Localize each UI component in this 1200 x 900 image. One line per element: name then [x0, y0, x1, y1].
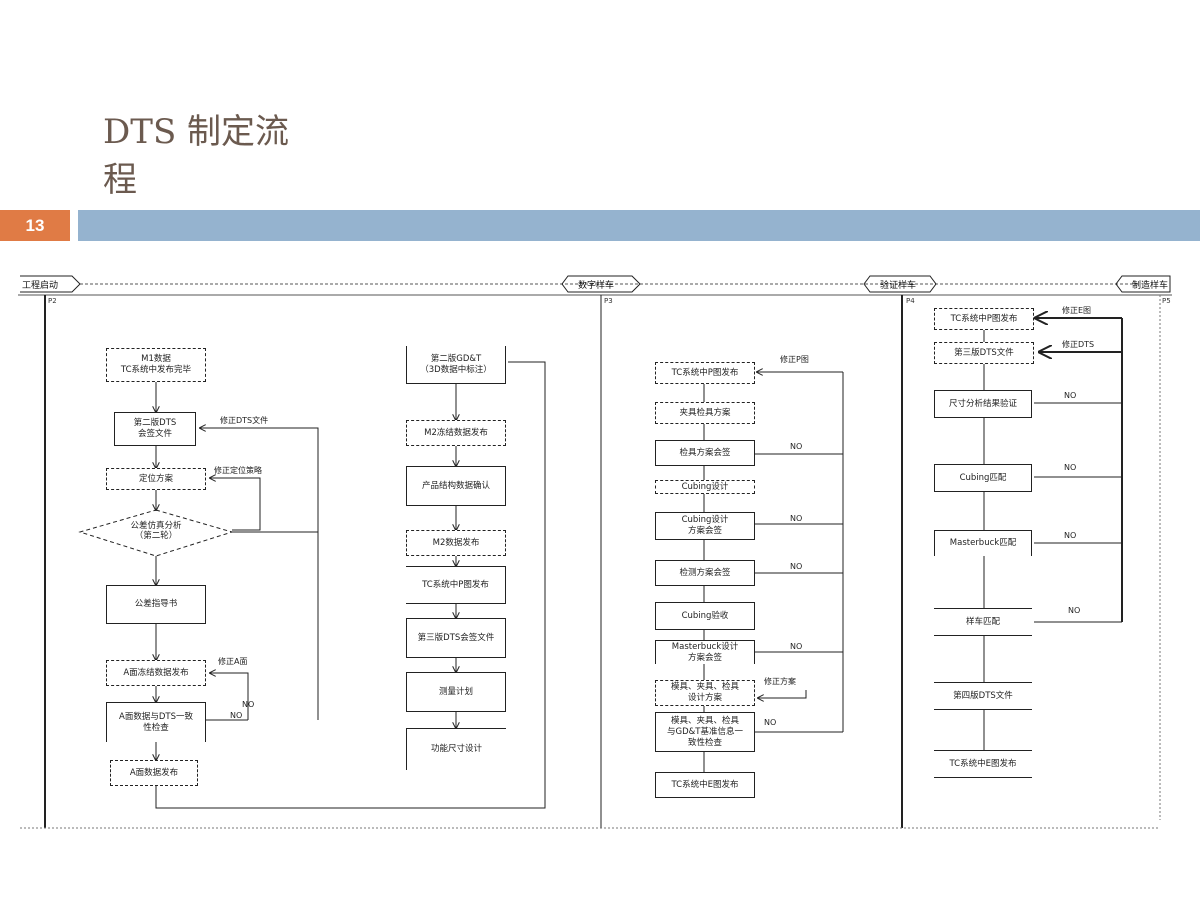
box-sample-car-match: 样车匹配	[934, 608, 1032, 636]
box-cubing-acceptance: Cubing验收	[655, 602, 755, 630]
edge-label-no: NO	[764, 718, 777, 727]
box-tc-p-drawing-release-2: TC系统中P图发布	[934, 308, 1034, 330]
page-marker-p5: P5	[1162, 297, 1171, 305]
box-functional-dimension-design: 功能尺寸设计	[406, 728, 506, 770]
box-a-surface-release: A面数据发布	[110, 760, 198, 786]
box-third-dts-signoff: 第三版DTS会签文件	[406, 618, 506, 658]
box-tc-p-drawing-release: TC系统中P图发布	[406, 566, 506, 604]
edge-label-no: NO	[790, 514, 803, 523]
edge-label-no: NO	[790, 442, 803, 451]
box-inspection-signoff: 检测方案会签	[655, 560, 755, 586]
box-dimension-analysis-verify: 尺寸分析结果验证	[934, 390, 1032, 418]
box-cubing-design: Cubing设计	[655, 480, 755, 494]
box-tooling-design-scheme: 模具、夹具、检具 设计方案	[655, 680, 755, 706]
edge-label-revise-e-drawing: 修正E图	[1062, 306, 1092, 315]
box-cubing-design-signoff: Cubing设计 方案会签	[655, 512, 755, 540]
edge-label-no: NO	[230, 711, 243, 720]
box-cubing-match: Cubing匹配	[934, 464, 1032, 492]
stage-label-manufacturing-car: 制造样车	[1132, 281, 1169, 291]
edge-label-no: NO	[1068, 606, 1081, 615]
box-measurement-plan: 测量计划	[406, 672, 506, 712]
box-fixture-gauge-scheme: 夹具检具方案	[655, 402, 755, 424]
box-masterbuck-design-signoff: Masterbuck设计 方案会签	[655, 640, 755, 664]
box-m1-data-released: M1数据 TC系统中发布完毕	[106, 348, 206, 382]
stage-label-validation-car: 验证样车	[880, 281, 917, 291]
box-tooling-gdt-check: 模具、夹具、检具 与GD&T基准信息一 致性检查	[655, 712, 755, 752]
box-locating-scheme: 定位方案	[106, 468, 206, 490]
edge-label-no: NO	[790, 642, 803, 651]
edge-label-no: NO	[790, 562, 803, 571]
edge-label-revise-scheme: 修正方案	[764, 677, 796, 686]
box-m2-data-release: M2数据发布	[406, 530, 506, 556]
edge-label-revise-dts: 修正DTS文件	[220, 416, 269, 425]
page-marker-p2: P2	[48, 297, 57, 305]
box-tc-e-drawing-release-2: TC系统中E图发布	[934, 750, 1032, 778]
edge-label-revise-a-surface: 修正A面	[218, 657, 248, 666]
box-a-surface-dts-check: A面数据与DTS一致 性检查	[106, 702, 206, 742]
box-fourth-dts-file: 第四版DTS文件	[934, 682, 1032, 710]
page-marker-p3: P3	[604, 297, 613, 305]
decision-tolerance-simulation: 公差仿真分析 （第二轮）	[130, 521, 182, 541]
edge-label-revise-p-drawing: 修正P图	[780, 355, 809, 364]
edge-label-no: NO	[1064, 463, 1077, 472]
box-gauge-scheme-signoff: 检具方案会签	[655, 440, 755, 466]
box-second-gdt: 第二版GD&T （3D数据中标注）	[406, 346, 506, 384]
edge-label-no: NO	[242, 700, 255, 709]
edge-label-no: NO	[1064, 531, 1077, 540]
box-tc-p-drawing: TC系统中P图发布	[655, 362, 755, 384]
box-a-surface-freeze-release: A面冻结数据发布	[106, 660, 206, 686]
stage-label-project-start: 工程启动	[22, 281, 59, 291]
box-second-dts-signoff: 第二版DTS 会签文件	[114, 412, 196, 446]
stage-label-digital-car: 数字样车	[578, 281, 615, 291]
box-masterbuck-match: Masterbuck匹配	[934, 530, 1032, 556]
box-third-dts-file: 第三版DTS文件	[934, 342, 1034, 364]
page-marker-p4: P4	[906, 297, 915, 305]
edge-label-revise-locating: 修正定位策略	[214, 466, 262, 475]
header-band	[78, 210, 1200, 241]
box-tc-e-drawing-release: TC系统中E图发布	[655, 772, 755, 798]
box-m2-freeze-release: M2冻结数据发布	[406, 420, 506, 446]
box-tolerance-guide: 公差指导书	[106, 585, 206, 624]
edge-label-no: NO	[1064, 391, 1077, 400]
edge-label-revise-dts: 修正DTS	[1062, 340, 1095, 349]
slide-number: 13	[0, 210, 70, 241]
slide-title: DTS 制定流 程	[103, 112, 290, 200]
box-structure-confirm: 产品结构数据确认	[406, 466, 506, 506]
